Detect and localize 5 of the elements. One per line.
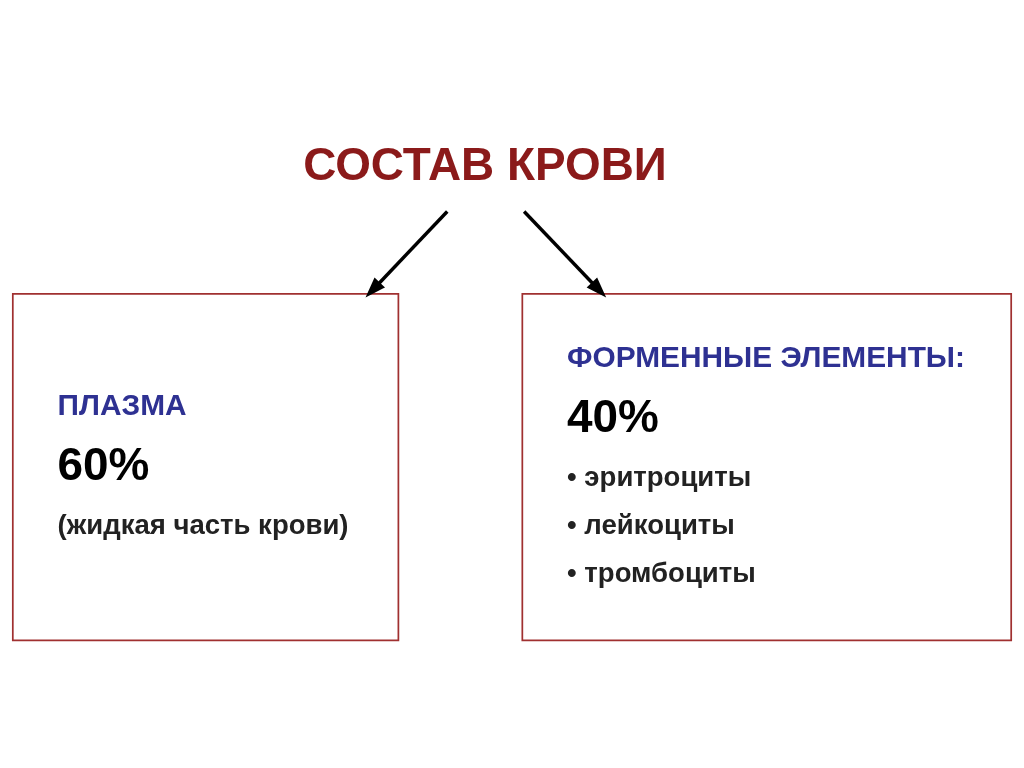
arrow: [365, 209, 449, 298]
arrow: [522, 209, 607, 298]
node-box: ФОРМЕННЫЕ ЭЛЕМЕНТЫ: 40% • эритроциты • лейкоциты • тромбоциты: [521, 292, 1013, 641]
node-text: СОСТАВ КРОВИ: [303, 137, 667, 190]
node-box: ПЛАЗМА 60% (жидкая часть крови): [11, 292, 400, 641]
